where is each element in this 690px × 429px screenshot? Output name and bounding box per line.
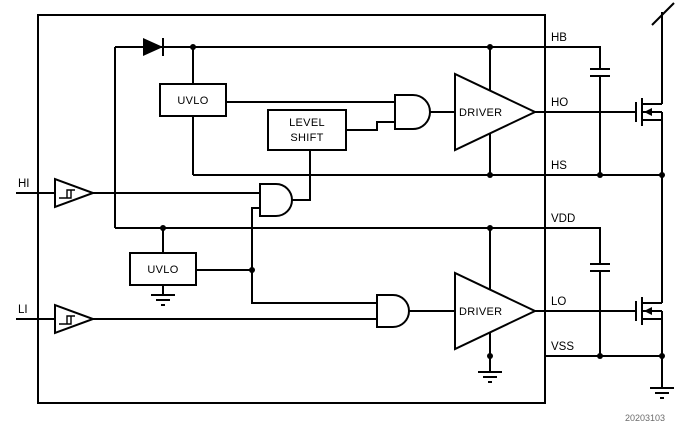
low-side-mosfet (635, 297, 662, 325)
high-side-mosfet (635, 98, 662, 126)
hysteresis-icon (59, 315, 75, 325)
pin-label-lo: LO (551, 296, 566, 308)
driver-top-triangle (454, 72, 538, 152)
driver-bottom-triangle (454, 271, 538, 351)
ground-icon (478, 371, 502, 383)
level-shift-block: LEVEL SHIFT (267, 109, 347, 151)
uvlo-bottom-block: UVLO (129, 252, 197, 286)
wire-and-mid-to-levelshift (292, 150, 311, 201)
and-gate-bottom (376, 294, 410, 328)
uvlo-top-box (159, 83, 227, 117)
hysteresis-icon (59, 189, 75, 199)
uvlo-top-label: UVLO (177, 95, 208, 107)
pin-label-hb: HB (551, 32, 567, 44)
schmitt-hi-triangle (54, 177, 96, 209)
junction-dot (487, 225, 493, 231)
ground-external (650, 387, 674, 399)
junction-dot (487, 44, 493, 50)
and-gate-top (394, 94, 431, 130)
wire-uvlo-enable (251, 207, 377, 304)
diode-icon (143, 38, 163, 56)
junction-dot (597, 172, 603, 178)
vdd-bypass-capacitor (590, 263, 610, 272)
mosfet-body-arrow-icon (644, 108, 652, 116)
level-shift-box (267, 109, 347, 151)
driver-bottom-label: DRIVER (459, 306, 502, 318)
bootstrap-diode (143, 38, 164, 56)
junction-dot (659, 353, 665, 359)
and-gate-middle (259, 183, 293, 217)
mosfet-body-arrow-icon (644, 307, 652, 315)
schmitt-buffer-hi (54, 177, 96, 209)
ground-icon (650, 387, 674, 399)
ground-icon (151, 294, 175, 306)
pin-label-hi: HI (18, 178, 30, 190)
capacitor-icon (590, 68, 610, 77)
wire-levelshift-output (346, 121, 395, 131)
ground-uvlo-bottom (151, 294, 175, 306)
pin-label-vss: VSS (551, 341, 574, 353)
uvlo-bottom-label: UVLO (147, 264, 178, 276)
driver-top-block: DRIVER (454, 72, 538, 152)
uvlo-bottom-box (129, 252, 197, 286)
pin-label-ho: HO (551, 97, 568, 109)
supply-slash-icon (651, 2, 675, 26)
schmitt-buffer-li (54, 303, 96, 335)
junction-dot (597, 353, 603, 359)
doc-number: 20203103 (625, 413, 665, 423)
driver-top-label: DRIVER (459, 107, 502, 119)
junction-dot (487, 172, 493, 178)
junction-dot (249, 267, 255, 273)
external-wires (545, 2, 675, 388)
pin-label-hs: HS (551, 160, 567, 172)
schmitt-li-triangle (54, 303, 96, 335)
junction-dot (160, 225, 166, 231)
wire-hb-external (545, 46, 601, 69)
junction-dots (160, 44, 665, 359)
pin-label-vdd: VDD (551, 213, 575, 225)
junction-dot (487, 353, 493, 359)
bootstrap-capacitor (590, 68, 610, 77)
capacitor-icon (590, 263, 610, 272)
uvlo-top-block: UVLO (159, 83, 227, 117)
pin-labels: HI LI HB HO HS VDD LO VSS (18, 32, 575, 353)
ground-vss-internal (478, 371, 502, 383)
wire-vdd-external (545, 227, 601, 264)
pin-label-li: LI (18, 304, 28, 316)
level-shift-label-2: SHIFT (290, 132, 323, 144)
driver-bottom-block: DRIVER (454, 271, 538, 351)
internal-wires (16, 46, 545, 372)
junction-dot (659, 172, 665, 178)
level-shift-label-1: LEVEL (289, 117, 325, 129)
junction-dot (190, 44, 196, 50)
